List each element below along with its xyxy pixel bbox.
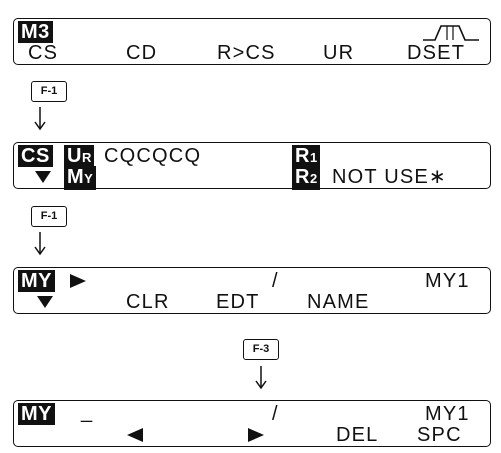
softkey-clr[interactable]: CLR (126, 291, 170, 313)
down-arrow-icon (255, 366, 267, 390)
cs-badge: CS (18, 145, 53, 167)
slash-separator: / (272, 403, 279, 425)
softkey-ur[interactable]: UR (323, 42, 355, 64)
softkey-cs[interactable]: CS (28, 42, 59, 64)
lcd-screen-2: CS UR CQCQCQ R1 MY R2 NOT USE∗ (13, 142, 491, 190)
triangle-down-icon (37, 296, 53, 308)
r1-badge: R1 (292, 145, 321, 169)
down-arrow-icon (34, 107, 46, 131)
triangle-right-icon (70, 274, 86, 288)
slash-separator: / (272, 270, 279, 292)
softkey-name[interactable]: NAME (307, 291, 370, 313)
my-badge: MY (18, 403, 55, 425)
mode-badge: M3 (18, 21, 53, 43)
triangle-down-icon (35, 171, 51, 183)
ur-callsign: CQCQCQ (104, 145, 202, 167)
f1-key[interactable]: F-1 (31, 81, 67, 102)
softkey-del[interactable]: DEL (336, 424, 379, 446)
softkey-r-to-cs[interactable]: R>CS (217, 42, 276, 64)
triangle-right-icon[interactable] (248, 428, 264, 442)
softkey-dset[interactable]: DSET (407, 42, 466, 64)
softkey-cd[interactable]: CD (126, 42, 158, 64)
lcd-screen-3: MY / MY1 CLR EDT NAME (13, 267, 491, 314)
f1-key[interactable]: F-1 (31, 206, 67, 227)
memory-label: MY1 (425, 403, 470, 425)
softkey-spc[interactable]: SPC (417, 424, 462, 446)
r2-badge: R2 (292, 166, 321, 190)
lcd-screen-1: M3 CS CD R>CS UR DSET (13, 18, 491, 65)
pulse-waveform-icon (423, 25, 479, 41)
softkey-edt[interactable]: EDT (216, 291, 260, 313)
ur-badge: UR (64, 145, 95, 169)
text-cursor: _ (81, 401, 94, 423)
my-badge: MY (18, 270, 55, 292)
my-badge: MY (64, 166, 96, 190)
triangle-left-icon[interactable] (127, 428, 143, 442)
r2-value: NOT USE∗ (332, 166, 447, 188)
lcd-screen-4: MY _ / MY1 DEL SPC (13, 400, 491, 447)
down-arrow-icon (34, 232, 46, 256)
memory-label: MY1 (425, 270, 470, 292)
f3-key[interactable]: F-3 (243, 339, 279, 360)
